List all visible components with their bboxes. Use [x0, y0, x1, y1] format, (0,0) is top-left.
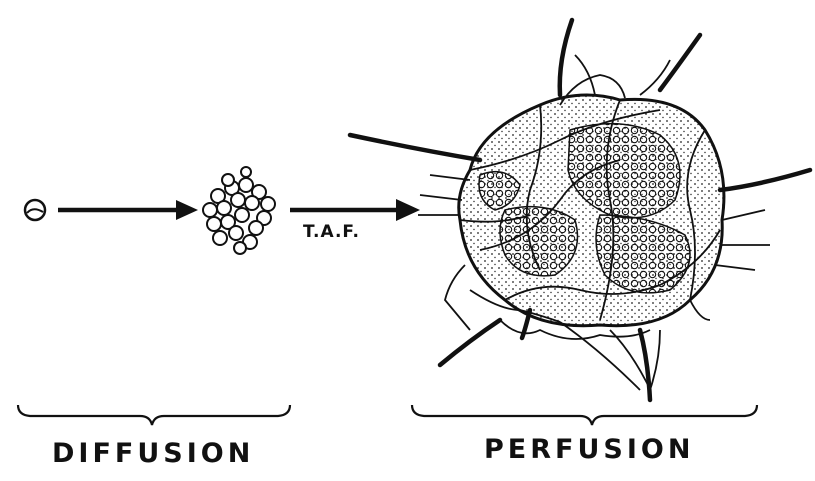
perfusion-brace: [412, 405, 757, 425]
perfusion-label: PERFUSION: [484, 434, 694, 465]
single-cell: [25, 200, 45, 220]
diffusion-brace: [18, 405, 290, 425]
taf-label: T.A.F.: [303, 222, 360, 242]
avascular-cluster: [203, 167, 275, 254]
diffusion-label: DIFFUSION: [52, 438, 254, 469]
arrow-to-vascular-tumor: [290, 199, 420, 221]
arrow-to-cluster: [58, 200, 198, 220]
